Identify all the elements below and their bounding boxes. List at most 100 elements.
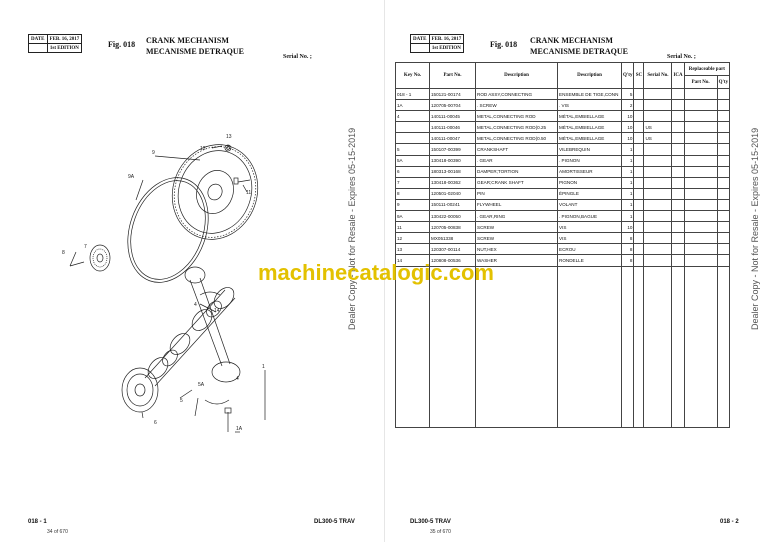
cell-ica bbox=[671, 254, 685, 267]
left-edition: 1st EDITION bbox=[46, 43, 83, 53]
connecting-rod-drawing bbox=[184, 266, 241, 383]
cell-sc bbox=[633, 99, 645, 112]
cell-part: MX051338 bbox=[429, 232, 476, 245]
col-rp-part: Part No. bbox=[683, 75, 718, 89]
dealer-copy-stamp-right: Dealer Copy - Not for Resale - Expires 0… bbox=[750, 127, 760, 330]
cell-qty: 8 bbox=[620, 243, 635, 256]
left-footer-page: 34 of 670 bbox=[47, 529, 68, 535]
cell-sc bbox=[633, 154, 645, 167]
cell-desc-fr: PIGNON bbox=[557, 176, 622, 189]
cell-rp-part bbox=[683, 132, 718, 145]
cell-rp-qty bbox=[716, 110, 731, 123]
cell-rp-part bbox=[683, 110, 718, 123]
cell-ica bbox=[671, 176, 685, 189]
cell-desc-fr: VIS bbox=[557, 221, 622, 234]
cell-rp-part bbox=[683, 165, 718, 178]
cell-qty: 1 bbox=[620, 154, 635, 167]
cell-part: 150111-00241 bbox=[429, 198, 476, 212]
cell-key: 9A bbox=[395, 210, 430, 223]
cell-sc bbox=[633, 243, 645, 256]
cell-rp-qty bbox=[716, 210, 731, 223]
cell-serial bbox=[643, 254, 673, 267]
cell-desc-fr: MÉTAL,EMBIELLAGE bbox=[557, 110, 622, 123]
cell-qty: 1 bbox=[620, 143, 635, 156]
cell-qty: 10 bbox=[620, 221, 635, 234]
cell-rp-part bbox=[683, 143, 718, 156]
ring-gear-drawing bbox=[127, 177, 209, 283]
empty-cell bbox=[475, 265, 558, 428]
cell-serial: US bbox=[643, 121, 673, 134]
callout-11: 11 bbox=[246, 190, 251, 196]
damper-drawing bbox=[121, 367, 159, 413]
cell-rp-qty bbox=[716, 198, 731, 212]
right-footer-model: DL300-5 TRAV bbox=[410, 519, 451, 525]
cell-sc bbox=[633, 121, 645, 134]
cell-desc: SCREW bbox=[475, 221, 558, 234]
cell-part: 120501-02040 bbox=[429, 187, 476, 200]
flywheel-drawing bbox=[171, 144, 259, 240]
col-ica: ICA bbox=[671, 62, 685, 89]
cell-rp-part bbox=[683, 187, 718, 200]
cell-qty: 1 bbox=[620, 198, 635, 212]
cell-desc-fr: VOLANT bbox=[557, 198, 622, 212]
col-desc: Description bbox=[475, 62, 558, 89]
cell-rp-part bbox=[683, 121, 718, 134]
cell-part: 120705-00838 bbox=[429, 221, 476, 234]
cell-rp-qty bbox=[716, 132, 731, 145]
parts-table: Key No. Part No. Description Description… bbox=[395, 62, 731, 428]
cell-desc: METAL,CONNECTING ROD(0.25 bbox=[475, 121, 558, 134]
callout-5a: 5A bbox=[198, 382, 205, 388]
cell-ica bbox=[671, 232, 685, 245]
cell-desc: ROD ASSY,CONNECTING bbox=[475, 87, 558, 101]
callout-1a: 1A bbox=[236, 426, 243, 432]
cell-qty: 10 bbox=[620, 110, 635, 123]
cell-part: 130418-00362 bbox=[429, 176, 476, 189]
cell-desc-fr: VILEBREQUIN bbox=[557, 143, 622, 156]
col-replaceable: Replaceable part bbox=[683, 62, 731, 76]
cell-desc-fr: RONDELLE bbox=[557, 254, 622, 267]
callout-1: 1 bbox=[262, 364, 265, 370]
cell-desc: SCREW bbox=[475, 232, 558, 245]
cell-desc-fr: AMORTISSEUR bbox=[557, 165, 622, 178]
cell-desc: WASHER bbox=[475, 254, 558, 267]
cell-sc bbox=[633, 176, 645, 189]
cell-serial bbox=[643, 165, 673, 178]
cell-key: 1A bbox=[395, 99, 430, 112]
cell-rp-qty bbox=[716, 232, 731, 245]
right-serial: Serial No. ; bbox=[667, 54, 696, 60]
cell-key bbox=[395, 121, 430, 134]
col-rp-qty: Q'ty bbox=[716, 75, 731, 89]
cell-rp-qty bbox=[716, 154, 731, 167]
cell-sc bbox=[633, 221, 645, 234]
right-fig-number: Fig. 018 bbox=[490, 40, 518, 49]
cell-sc bbox=[633, 110, 645, 123]
cell-part: 150107-00399 bbox=[429, 143, 476, 156]
right-title-fr: MECANISME DETRAQUE bbox=[530, 47, 629, 56]
cell-rp-qty bbox=[716, 243, 731, 256]
cell-rp-qty bbox=[716, 87, 731, 101]
callout-8: 8 bbox=[62, 250, 65, 256]
callout-9a: 9A bbox=[128, 174, 135, 180]
left-serial: Serial No. ; bbox=[283, 54, 312, 60]
cell-rp-part bbox=[683, 154, 718, 167]
cell-desc: . GEAR bbox=[475, 154, 558, 167]
cell-part: 120307-00114 bbox=[429, 243, 476, 256]
cell-sc bbox=[633, 232, 645, 245]
page-divider bbox=[384, 0, 385, 542]
cell-sc bbox=[633, 165, 645, 178]
left-date: FEB. 16, 2017 bbox=[46, 34, 83, 44]
empty-cell bbox=[557, 265, 622, 428]
cell-serial bbox=[643, 143, 673, 156]
cell-sc bbox=[633, 132, 645, 145]
cell-ica bbox=[671, 221, 685, 234]
cell-rp-part bbox=[683, 232, 718, 245]
cell-ica bbox=[671, 243, 685, 256]
col-part: Part No. bbox=[429, 62, 476, 89]
cell-key: 4 bbox=[395, 110, 430, 123]
cell-desc-fr: MÉTAL,EMBIELLAGE bbox=[557, 132, 622, 145]
